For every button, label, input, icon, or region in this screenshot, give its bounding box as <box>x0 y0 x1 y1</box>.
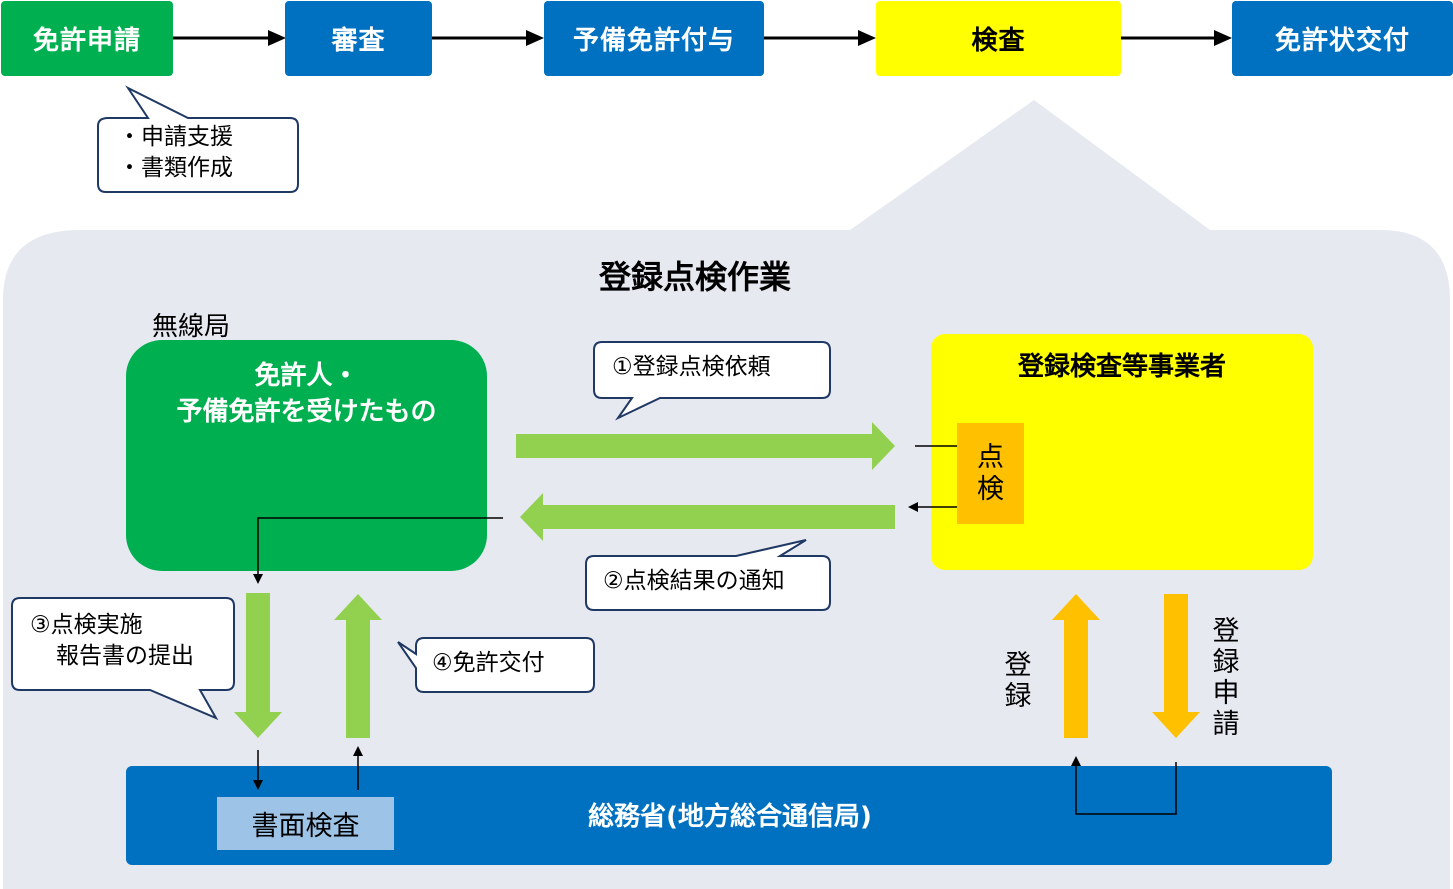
flow-step-label: 審査 <box>331 26 386 56</box>
callout-3-bubble <box>11 597 235 721</box>
flow-step-label: 検査 <box>971 26 1026 56</box>
arrow-result-left <box>520 493 895 541</box>
flow-step-preliminary-license: 予備免許付与 <box>544 1 764 76</box>
application-char-1: 登 <box>1212 616 1240 647</box>
tenken-box: 点 検 <box>957 423 1024 524</box>
arrow-registration-up <box>1052 594 1100 738</box>
callout-3-text: ③点検実施 報告書の提出 <box>30 610 194 672</box>
flow-step-label: 予備免許付与 <box>572 26 735 56</box>
inspector-title: 登録検査等事業者 <box>1017 352 1226 382</box>
registration-label: 登 録 <box>1000 650 1036 712</box>
arrow-request-right <box>516 422 895 470</box>
connector-result-to-report <box>257 517 503 576</box>
connector-head-license <box>353 746 363 756</box>
tenken-char-1: 点 <box>977 441 1004 473</box>
licensee-text: 免許人・ 予備免許を受けたもの <box>126 358 487 430</box>
support-callout: ・申請支援 ・書類作成 <box>118 122 293 184</box>
flow-step-license-issuance: 免許状交付 <box>1232 1 1453 76</box>
connector-registration-loop <box>1075 762 1177 815</box>
application-char-2: 録 <box>1212 647 1240 678</box>
ministry-label: 総務省(地方総合通信局) <box>588 802 872 832</box>
connector-head-inspection <box>253 780 263 790</box>
callout-3-line-1: ③点検実施 <box>30 612 143 638</box>
registration-char-2: 録 <box>1004 681 1032 712</box>
section-title: 登録点検作業 <box>598 258 791 296</box>
flow-step-inspection: 検査 <box>876 1 1121 76</box>
licensee-line-2: 予備免許を受けたもの <box>176 397 437 427</box>
callout-2-bubble <box>585 539 831 611</box>
arrow-application-down <box>1152 594 1200 738</box>
tenken-char-2: 検 <box>977 473 1004 505</box>
flow-step-license-application: 免許申請 <box>1 1 173 76</box>
callout-1-bubble <box>593 341 831 421</box>
flow-step-review: 審査 <box>285 1 432 76</box>
registration-char-1: 登 <box>1004 650 1032 681</box>
support-line-2: ・書類作成 <box>118 155 233 181</box>
registration-application-label: 登 録 申 請 <box>1208 616 1244 740</box>
support-callout-bubble <box>97 85 299 193</box>
connector-head-report <box>253 574 263 584</box>
licensee-line-1: 免許人・ <box>254 361 359 391</box>
radio-station-label: 無線局 <box>152 312 231 342</box>
document-inspection-label: 書面検査 <box>251 811 360 842</box>
callout-4-bubble <box>397 637 595 693</box>
flow-step-label: 免許申請 <box>32 26 141 56</box>
callout-2-text: ②点検結果の通知 <box>603 568 785 594</box>
document-inspection-box: 書面検査 <box>217 797 394 850</box>
application-char-3: 申 <box>1212 678 1240 709</box>
application-char-4: 請 <box>1212 709 1240 740</box>
callout-4-text: ④免許交付 <box>432 650 545 676</box>
flow-step-label: 免許状交付 <box>1274 26 1410 56</box>
connector-head-tenken-out <box>908 502 918 512</box>
licensee-box <box>126 340 487 571</box>
flow-arrows <box>173 30 1232 46</box>
callout-1-text: ①登録点検依頼 <box>612 354 771 380</box>
connector-head-registration <box>1071 756 1081 766</box>
arrow-license-up <box>334 594 382 738</box>
callout-3-line-2: 報告書の提出 <box>56 643 194 669</box>
arrow-report-down <box>234 593 282 738</box>
support-line-1: ・申請支援 <box>118 124 233 150</box>
